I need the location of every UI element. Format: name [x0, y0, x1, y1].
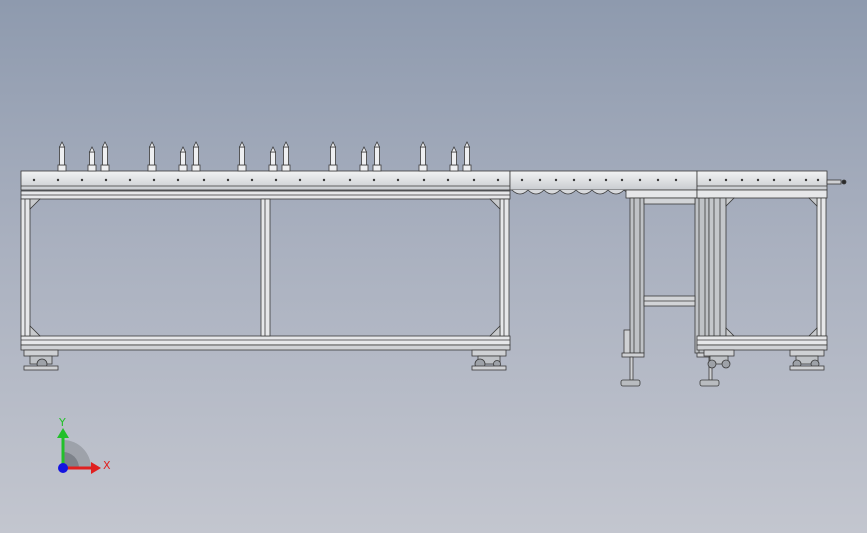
locating-pin [268, 146, 278, 172]
conveyor-stand-leg-left [629, 197, 645, 354]
conveyor-section [509, 170, 720, 387]
main-table-leg-left [20, 198, 31, 337]
coordinate-triad: Y X [57, 416, 111, 474]
locating-pin [281, 141, 291, 172]
locating-pin [237, 141, 247, 172]
conveyor-top-plate [509, 170, 698, 191]
main-table-lower-rail [20, 335, 511, 346]
leveling-foot-left [620, 329, 645, 387]
end-table-top-plate [696, 170, 828, 191]
end-table-leg-right [816, 197, 827, 337]
main-table [20, 170, 511, 371]
locating-pin [147, 141, 157, 172]
locating-pin [328, 141, 338, 172]
locating-pin [372, 141, 382, 172]
locating-pins [57, 141, 472, 172]
end-table-caster-left [703, 349, 735, 369]
locating-pin [191, 141, 201, 172]
y-axis-label: Y [58, 416, 66, 429]
end-table-lower-rail [696, 335, 828, 346]
locating-pin [418, 141, 428, 172]
locating-pin [449, 146, 459, 172]
main-table-gussets [29, 198, 501, 337]
conveyor-stand-leg-right [694, 197, 710, 354]
main-table-plate-holes [32, 178, 500, 182]
main-table-top-plate [20, 170, 511, 191]
locating-pin [462, 141, 472, 172]
main-table-caster-left [23, 349, 59, 371]
locating-pin [100, 141, 110, 172]
y-axis-arrow-icon [57, 428, 69, 468]
end-table [696, 170, 847, 371]
main-table-leg-right [499, 198, 510, 337]
main-table-caster-right [471, 349, 507, 371]
x-axis-label: X [103, 459, 111, 472]
z-axis-dot-icon [58, 463, 68, 473]
locating-pin [178, 146, 188, 172]
locating-pin [57, 141, 67, 172]
end-table-leg-left [708, 197, 727, 337]
locating-pin [359, 146, 369, 172]
end-stopper-rod [826, 179, 847, 185]
main-table-leg-middle [260, 198, 271, 337]
locating-pin [87, 146, 97, 172]
end-table-caster-right [789, 349, 825, 371]
